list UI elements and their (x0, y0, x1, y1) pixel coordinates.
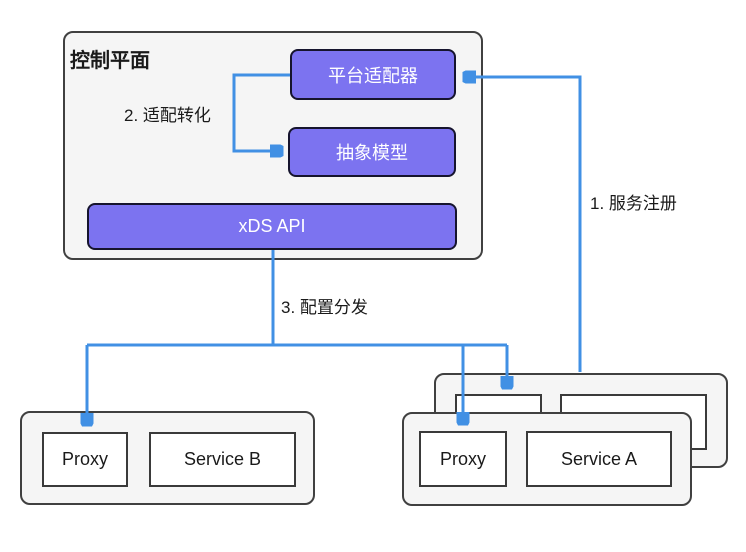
annotation-step3: 3. 配置分发 (281, 298, 368, 317)
node-proxy-b[interactable]: Proxy (42, 432, 128, 487)
node-platform-adapter-label: 平台适配器 (328, 65, 418, 86)
node-service-b[interactable]: Service B (149, 432, 296, 487)
node-proxy-a-label: Proxy (439, 448, 486, 469)
node-service-a-label: Service A (560, 448, 638, 469)
node-xds-api[interactable]: xDS API (87, 203, 457, 250)
annotation-step2: 2. 适配转化 (124, 106, 211, 125)
node-abstract-model[interactable]: 抽象模型 (288, 127, 456, 177)
node-platform-adapter[interactable]: 平台适配器 (290, 49, 456, 100)
node-proxy-a[interactable]: Proxy (419, 431, 507, 487)
node-xds-api-label: xDS API (238, 216, 306, 236)
node-service-b-label: Service B (183, 449, 262, 469)
node-abstract-model-label: 抽象模型 (336, 143, 408, 163)
node-service-a[interactable]: Service A (526, 431, 672, 487)
control-plane-title: 控制平面 (70, 50, 150, 72)
node-proxy-b-label: Proxy (61, 449, 108, 469)
annotation-step1: 1. 服务注册 (590, 194, 677, 213)
